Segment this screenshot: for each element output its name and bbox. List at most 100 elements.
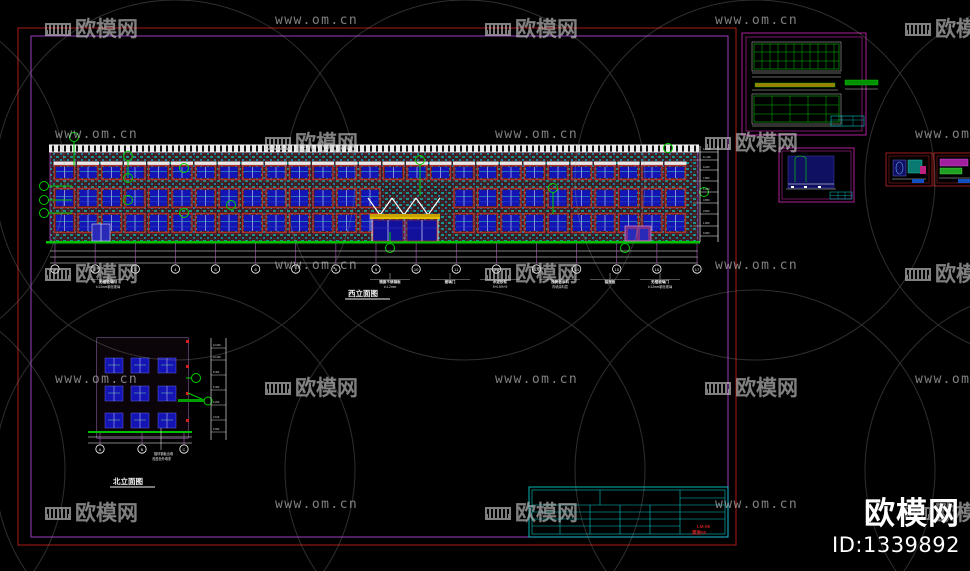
svg-text:7.800: 7.800: [703, 176, 710, 180]
window-frame: [265, 164, 287, 181]
window-frame: [664, 187, 687, 209]
grid-bubble[interactable]: [179, 444, 189, 454]
grid-bubble[interactable]: [137, 444, 147, 454]
grid-bubble[interactable]: [411, 264, 421, 274]
elevation-note-label: 玻璃门: [445, 279, 456, 284]
title-block[interactable]: LM-08 建施08: [528, 486, 729, 538]
window-frame: [476, 212, 499, 234]
north-elevation-title: 北立面图: [113, 476, 143, 486]
elevation-note-label: 无框玻璃门: [98, 279, 117, 284]
window-frame: [664, 164, 687, 181]
leader-markers-left: [39, 181, 72, 218]
grid-bubble-label: 2: [94, 267, 97, 272]
grid-bubble-label: 14: [574, 267, 579, 272]
elevation-note-label: 无框玻璃门: [650, 279, 669, 284]
svg-text:12.600: 12.600: [703, 147, 711, 151]
window-frame: [617, 187, 640, 209]
grid-bubble[interactable]: [572, 264, 582, 274]
svg-text:6.300: 6.300: [703, 187, 710, 191]
grid-bubble[interactable]: [291, 264, 301, 274]
window-frame: [288, 164, 311, 181]
window-frame: [218, 212, 240, 234]
window-lintel: [288, 161, 311, 165]
window-frame: [664, 212, 687, 234]
window-frame: [570, 187, 593, 209]
detail-block-roof-framing[interactable]: [741, 32, 879, 136]
grid-bubble[interactable]: [612, 264, 622, 274]
grid-bubble[interactable]: [170, 264, 180, 274]
window-frame: [523, 212, 546, 234]
window-lintel: [617, 161, 640, 165]
grid-bubble[interactable]: [652, 264, 662, 274]
elevation-note-sub: 5+0.5%+5: [493, 285, 508, 289]
title-block-sheet-rev: 建施08: [691, 529, 707, 536]
roof-parapet: [49, 144, 699, 153]
grid-bubble[interactable]: [451, 264, 461, 274]
detail-block-section[interactable]: [778, 147, 855, 203]
grid-bubble[interactable]: [692, 264, 702, 274]
grid-bubble[interactable]: [251, 264, 261, 274]
grid-bubble[interactable]: [90, 264, 100, 274]
window-lintel: [523, 161, 546, 165]
window-lintel: [641, 161, 663, 165]
window-frame: [171, 212, 193, 234]
window-frame: [265, 212, 287, 234]
window-frame: [194, 187, 217, 209]
window-frame: [641, 187, 663, 209]
window-frame: [194, 212, 217, 234]
grid-bubble-label: 16: [655, 267, 660, 272]
main-elevation-drawing[interactable]: 12.600 11.400 9.200 7.800 6.300 4.800 3.…: [39, 132, 719, 264]
svg-text:2.100: 2.100: [213, 416, 220, 419]
svg-text:0.000: 0.000: [703, 231, 710, 235]
dimension-chain: [50, 250, 698, 264]
elevation-note-sub: 内墙涂料层: [552, 284, 568, 289]
window-frame: [288, 212, 311, 234]
svg-text:11.400: 11.400: [703, 155, 711, 159]
grid-bubble-label: 9: [375, 267, 378, 272]
window-frame: [594, 212, 616, 234]
window-frame: [312, 187, 334, 209]
facade-window-grid: [53, 161, 687, 234]
grid-bubble-label: 17: [695, 267, 700, 272]
window-frame: [241, 164, 264, 181]
window-frame: [147, 212, 170, 234]
window-lintel: [500, 161, 522, 165]
grid-bubble[interactable]: [331, 264, 341, 274]
window-frame: [547, 212, 569, 234]
grid-bubble-label: 7: [295, 267, 298, 272]
elevation-note-label: 铝塑板: [605, 279, 616, 284]
detail-block-door-window[interactable]: [885, 152, 970, 187]
svg-text:1.800: 1.800: [703, 221, 710, 225]
grid-bubble[interactable]: [95, 444, 105, 454]
elevation-note-sub: t=12mm钢化玻璃: [96, 284, 121, 289]
site-logo-text: 欧模网: [864, 495, 960, 532]
window-lintel: [359, 161, 381, 165]
entrance-canopy: [367, 197, 441, 241]
grid-bubble-label: B: [141, 447, 144, 452]
svg-text:10.200: 10.200: [213, 356, 221, 359]
window-frame: [500, 187, 522, 209]
svg-text:3.600: 3.600: [703, 209, 710, 213]
grid-bubble-label: 12: [494, 267, 499, 272]
window-lintel: [241, 161, 264, 165]
elevation-note-label: 浅黄色涂料: [551, 279, 569, 284]
grid-bubble[interactable]: [531, 264, 542, 274]
grid-bubble-label: C: [183, 447, 186, 452]
window-frame: [335, 187, 358, 209]
grid-bubble-label: 15: [615, 267, 620, 272]
svg-text:9.200: 9.200: [703, 165, 710, 169]
window-frame: [359, 187, 381, 209]
north-elev-edge-marks: [186, 340, 189, 422]
grid-bubble-label: 4: [174, 267, 177, 272]
grid-bubble[interactable]: [210, 264, 221, 274]
grid-bubble[interactable]: [371, 264, 381, 274]
window-lintel: [476, 161, 499, 165]
side-door-left: [91, 223, 111, 242]
window-frame: [594, 164, 616, 181]
window-lintel: [171, 161, 193, 165]
grid-bubble[interactable]: [130, 264, 140, 274]
window-frame: [359, 164, 381, 181]
